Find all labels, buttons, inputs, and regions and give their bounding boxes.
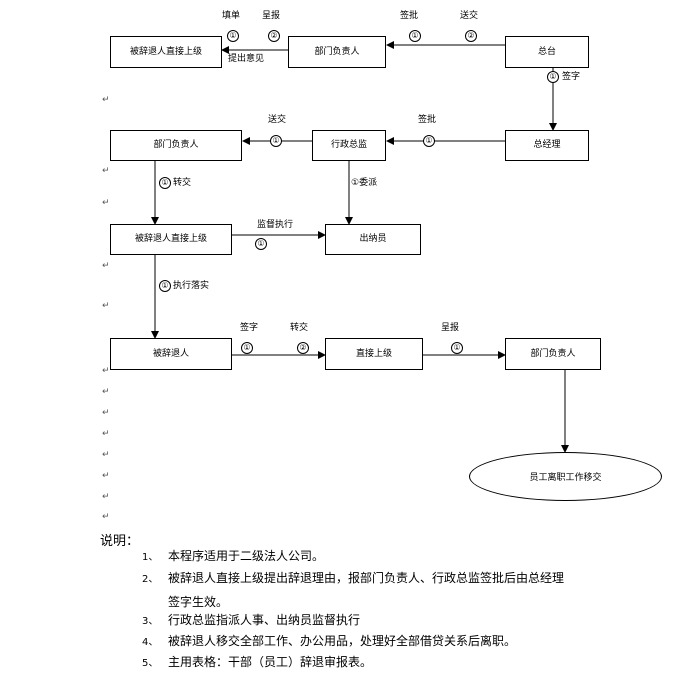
box-label: 出纳员	[359, 234, 387, 244]
box-dept-head-3: 部门负责人	[505, 338, 601, 370]
step-circle-1: ①	[409, 30, 421, 42]
box-admin-director: 行政总监	[312, 130, 386, 161]
paragraph-mark: ↵	[102, 471, 110, 481]
paragraph-mark: ↵	[102, 450, 110, 460]
paragraph-mark: ↵	[102, 408, 110, 418]
label-sign-approve-1: 签批	[400, 11, 419, 21]
box-label: 总台	[537, 46, 556, 57]
paragraph-mark: ↵	[102, 429, 110, 439]
label-report-2: 呈报	[441, 323, 460, 333]
note-text: 主用表格：干部（员工）辞退审报表。	[168, 655, 373, 669]
box-front-desk: 总台	[505, 36, 589, 68]
box-target-supervisor-1: 被辞退人直接上级	[110, 36, 222, 68]
box-label: 总经理	[533, 140, 561, 150]
box-dept-head-1: 部门负责人	[288, 36, 386, 68]
label-signature-1: 签字	[562, 72, 581, 82]
step-circle-1: ①	[423, 135, 435, 147]
label-report-1: 呈报	[262, 11, 281, 21]
note-number: 3、	[142, 616, 159, 627]
label-signature-2: 签字	[240, 323, 259, 333]
note-item-1: 1、本程序适用于二级法人公司。	[142, 550, 324, 563]
box-cashier: 出纳员	[325, 224, 421, 255]
note-number: 4、	[142, 637, 159, 648]
paragraph-mark: ↵	[102, 387, 110, 397]
note-text: 被辞退人直接上级提出辞退理由，报部门负责人、行政总监签批后由总经理	[168, 571, 565, 585]
step-circle-1: ①	[159, 177, 171, 189]
box-label: 直接上级	[355, 348, 392, 359]
box-general-manager: 总经理	[505, 130, 589, 161]
step-circle-1: ①	[547, 71, 559, 83]
note-number: 5、	[142, 658, 159, 669]
step-circle-1: ①	[270, 135, 282, 147]
paragraph-mark: ↵	[102, 512, 110, 522]
note-number: 2、	[142, 574, 159, 585]
label-fill-form: 填单	[222, 11, 241, 21]
note-item-5: 5、主用表格：干部（员工）辞退审报表。	[142, 656, 372, 669]
step-circle-2: ②	[465, 30, 477, 42]
box-label: 被辞退人直接上级	[129, 46, 202, 57]
box-label: 行政总监	[330, 140, 367, 150]
label-transfer-2: 转交	[290, 323, 309, 333]
box-dept-head-2: 部门负责人	[110, 130, 242, 161]
box-label: 被辞退人	[152, 348, 189, 359]
label-execute: 执行落实	[173, 281, 210, 291]
label-send-2: 送交	[268, 115, 287, 125]
note-text: 本程序适用于二级法人公司。	[168, 549, 325, 563]
note-text: 被辞退人移交全部工作、办公用品，处理好全部借贷关系后离职。	[168, 634, 517, 648]
step-circle-1: ①	[159, 280, 171, 292]
label-sign-approve-2: 签批	[418, 115, 437, 125]
ellipse-label: 员工离职工作移交	[529, 473, 602, 483]
box-label: 被辞退人直接上级	[134, 234, 207, 244]
paragraph-mark: ↵	[102, 198, 110, 208]
step-circle-1: ①	[255, 238, 267, 250]
label-supervise: 监督执行	[257, 220, 294, 230]
paragraph-mark: ↵	[102, 95, 110, 105]
paragraph-mark: ↵	[102, 301, 110, 311]
step-circle-2: ②	[297, 342, 309, 354]
box-target-supervisor-2: 被辞退人直接上级	[110, 224, 232, 255]
notes-title: 说明：	[100, 534, 140, 549]
label-propose: 提出意见	[228, 54, 265, 64]
box-label: 部门负责人	[314, 46, 360, 57]
paragraph-mark: ↵	[102, 492, 110, 502]
label-send-1: 送交	[460, 11, 479, 21]
box-dismissed-person: 被辞退人	[110, 338, 232, 370]
ellipse-handover: 员工离职工作移交	[469, 452, 662, 501]
label-transfer-1: 转交	[173, 178, 192, 188]
box-label: 部门负责人	[153, 140, 199, 150]
step-circle-1: ①	[451, 342, 463, 354]
box-label: 部门负责人	[530, 348, 576, 359]
note-item-4: 4、被辞退人移交全部工作、办公用品，处理好全部借贷关系后离职。	[142, 635, 516, 648]
paragraph-mark: ↵	[102, 261, 110, 271]
note-number: 1、	[142, 552, 159, 563]
paragraph-mark: ↵	[102, 166, 110, 176]
note-item-3: 3、行政总监指派人事、出纳员监督执行	[142, 614, 360, 627]
box-direct-supervisor: 直接上级	[325, 338, 423, 370]
step-circle-2: ②	[268, 30, 280, 42]
step-circle-1: ①	[227, 30, 239, 42]
note-item-2-continuation: 签字生效。	[168, 595, 229, 609]
note-item-2: 2、被辞退人直接上级提出辞退理由，报部门负责人、行政总监签批后由总经理	[142, 572, 564, 585]
note-text: 行政总监指派人事、出纳员监督执行	[168, 613, 361, 627]
paragraph-mark: ↵	[102, 366, 110, 376]
step-circle-1: ①	[241, 342, 253, 354]
label-assign: ①委派	[351, 178, 378, 188]
